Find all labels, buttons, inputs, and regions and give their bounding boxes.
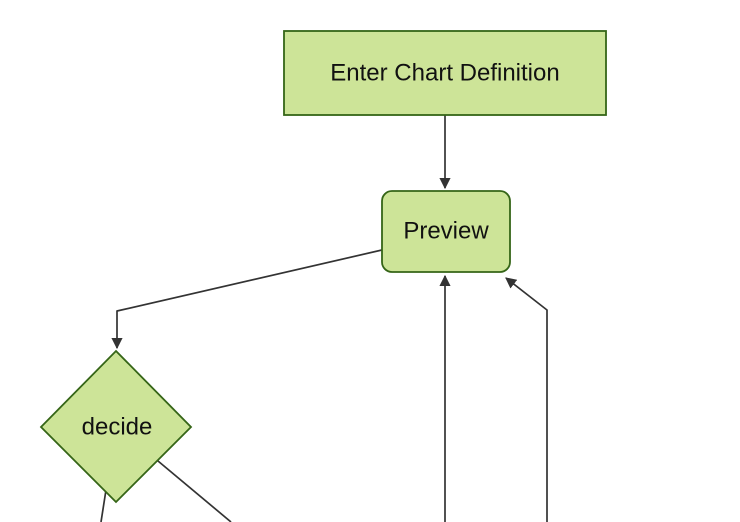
node-decide-label: decide	[82, 414, 153, 441]
node-enter-chart-definition	[283, 30, 607, 116]
node-enter-chart-definition-label: Enter Chart Definition	[330, 60, 559, 87]
node-preview	[381, 190, 511, 273]
edge-decide-to-below-viewport-right	[157, 460, 232, 522]
node-layer: Enter Chart Definition Preview decide	[39, 30, 607, 504]
node-preview-label: Preview	[403, 218, 489, 245]
edge-decide-to-below-viewport-left	[100, 489, 107, 522]
edge-preview-to-decide	[111, 249, 383, 350]
node-decide	[39, 349, 193, 504]
edge-below-viewport-to-preview-corner	[505, 277, 548, 522]
edge-layer	[100, 115, 548, 522]
